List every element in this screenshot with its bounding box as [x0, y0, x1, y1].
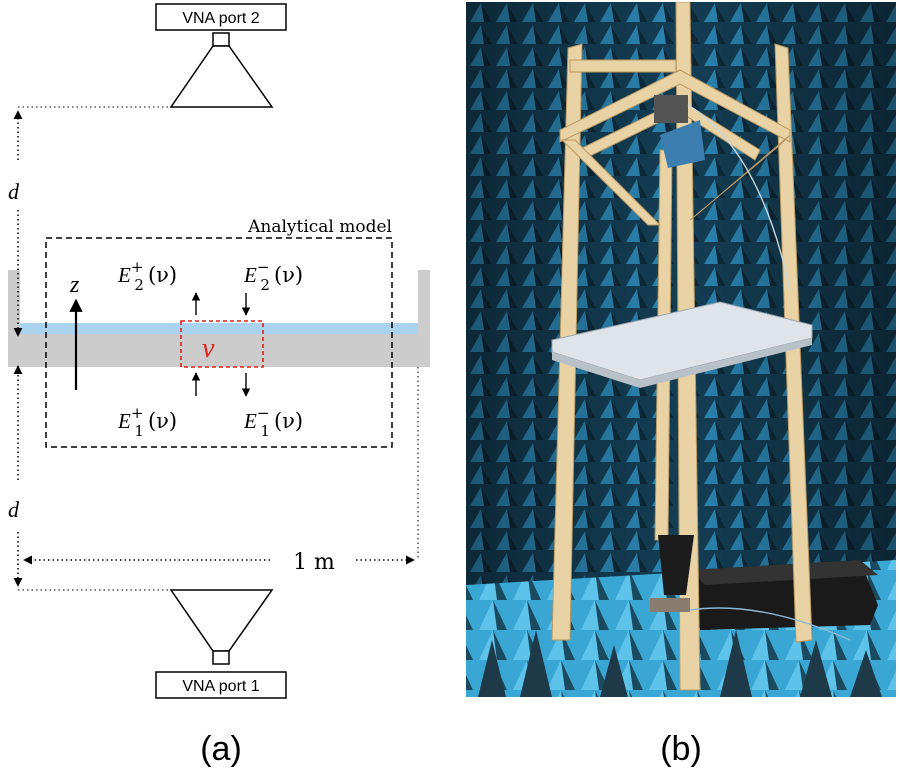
- field-label-E2-plus: E+2(ν): [117, 258, 177, 294]
- water-layer: [20, 323, 418, 334]
- panel-b-photo: (b): [466, 2, 896, 768]
- distance-label-bottom: d: [8, 497, 20, 522]
- vna-port-2-box: [155, 3, 287, 31]
- top-horn-mount: [654, 95, 688, 123]
- distance-label-top: d: [8, 179, 20, 204]
- top-horn-feed: [212, 32, 230, 47]
- vna-port-2-label: VNA port 2: [182, 10, 259, 27]
- top-horn-antenna: [169, 45, 274, 108]
- bottom-horn-feed: [212, 650, 230, 665]
- field-label-E1-plus: E+1(ν): [117, 404, 177, 440]
- panel-a-caption: (a): [200, 730, 242, 768]
- panel-a-diagram: VNA port 2 VNA port 1 d d 1 m Analytical…: [8, 3, 430, 768]
- cable-bottom: [689, 607, 851, 641]
- z-axis-label: z: [69, 272, 80, 298]
- region-box: [180, 320, 264, 368]
- vna-port-1-label: VNA port 1: [182, 678, 259, 695]
- vna-port-1-box: [155, 671, 287, 699]
- width-label: 1 m: [293, 550, 335, 575]
- slab: [8, 334, 430, 367]
- bottom-horn-mount: [650, 598, 690, 612]
- bottom-horn-photo: [658, 535, 694, 595]
- top-horn-photo: [660, 120, 705, 168]
- field-label-E2-minus: E−2(ν): [243, 258, 303, 294]
- foam-block-top: [690, 560, 878, 585]
- analytical-model-box: [45, 237, 393, 448]
- panel-b-caption: (b): [660, 730, 702, 768]
- foreground-cones: [478, 630, 882, 697]
- region-label: ν: [202, 333, 215, 364]
- bottom-horn-antenna: [169, 589, 274, 652]
- analytical-model-label: Analytical model: [247, 217, 392, 237]
- field-label-E1-minus: E−1(ν): [243, 404, 303, 440]
- sample-platform-edge: [552, 338, 812, 388]
- cable-top: [687, 104, 791, 291]
